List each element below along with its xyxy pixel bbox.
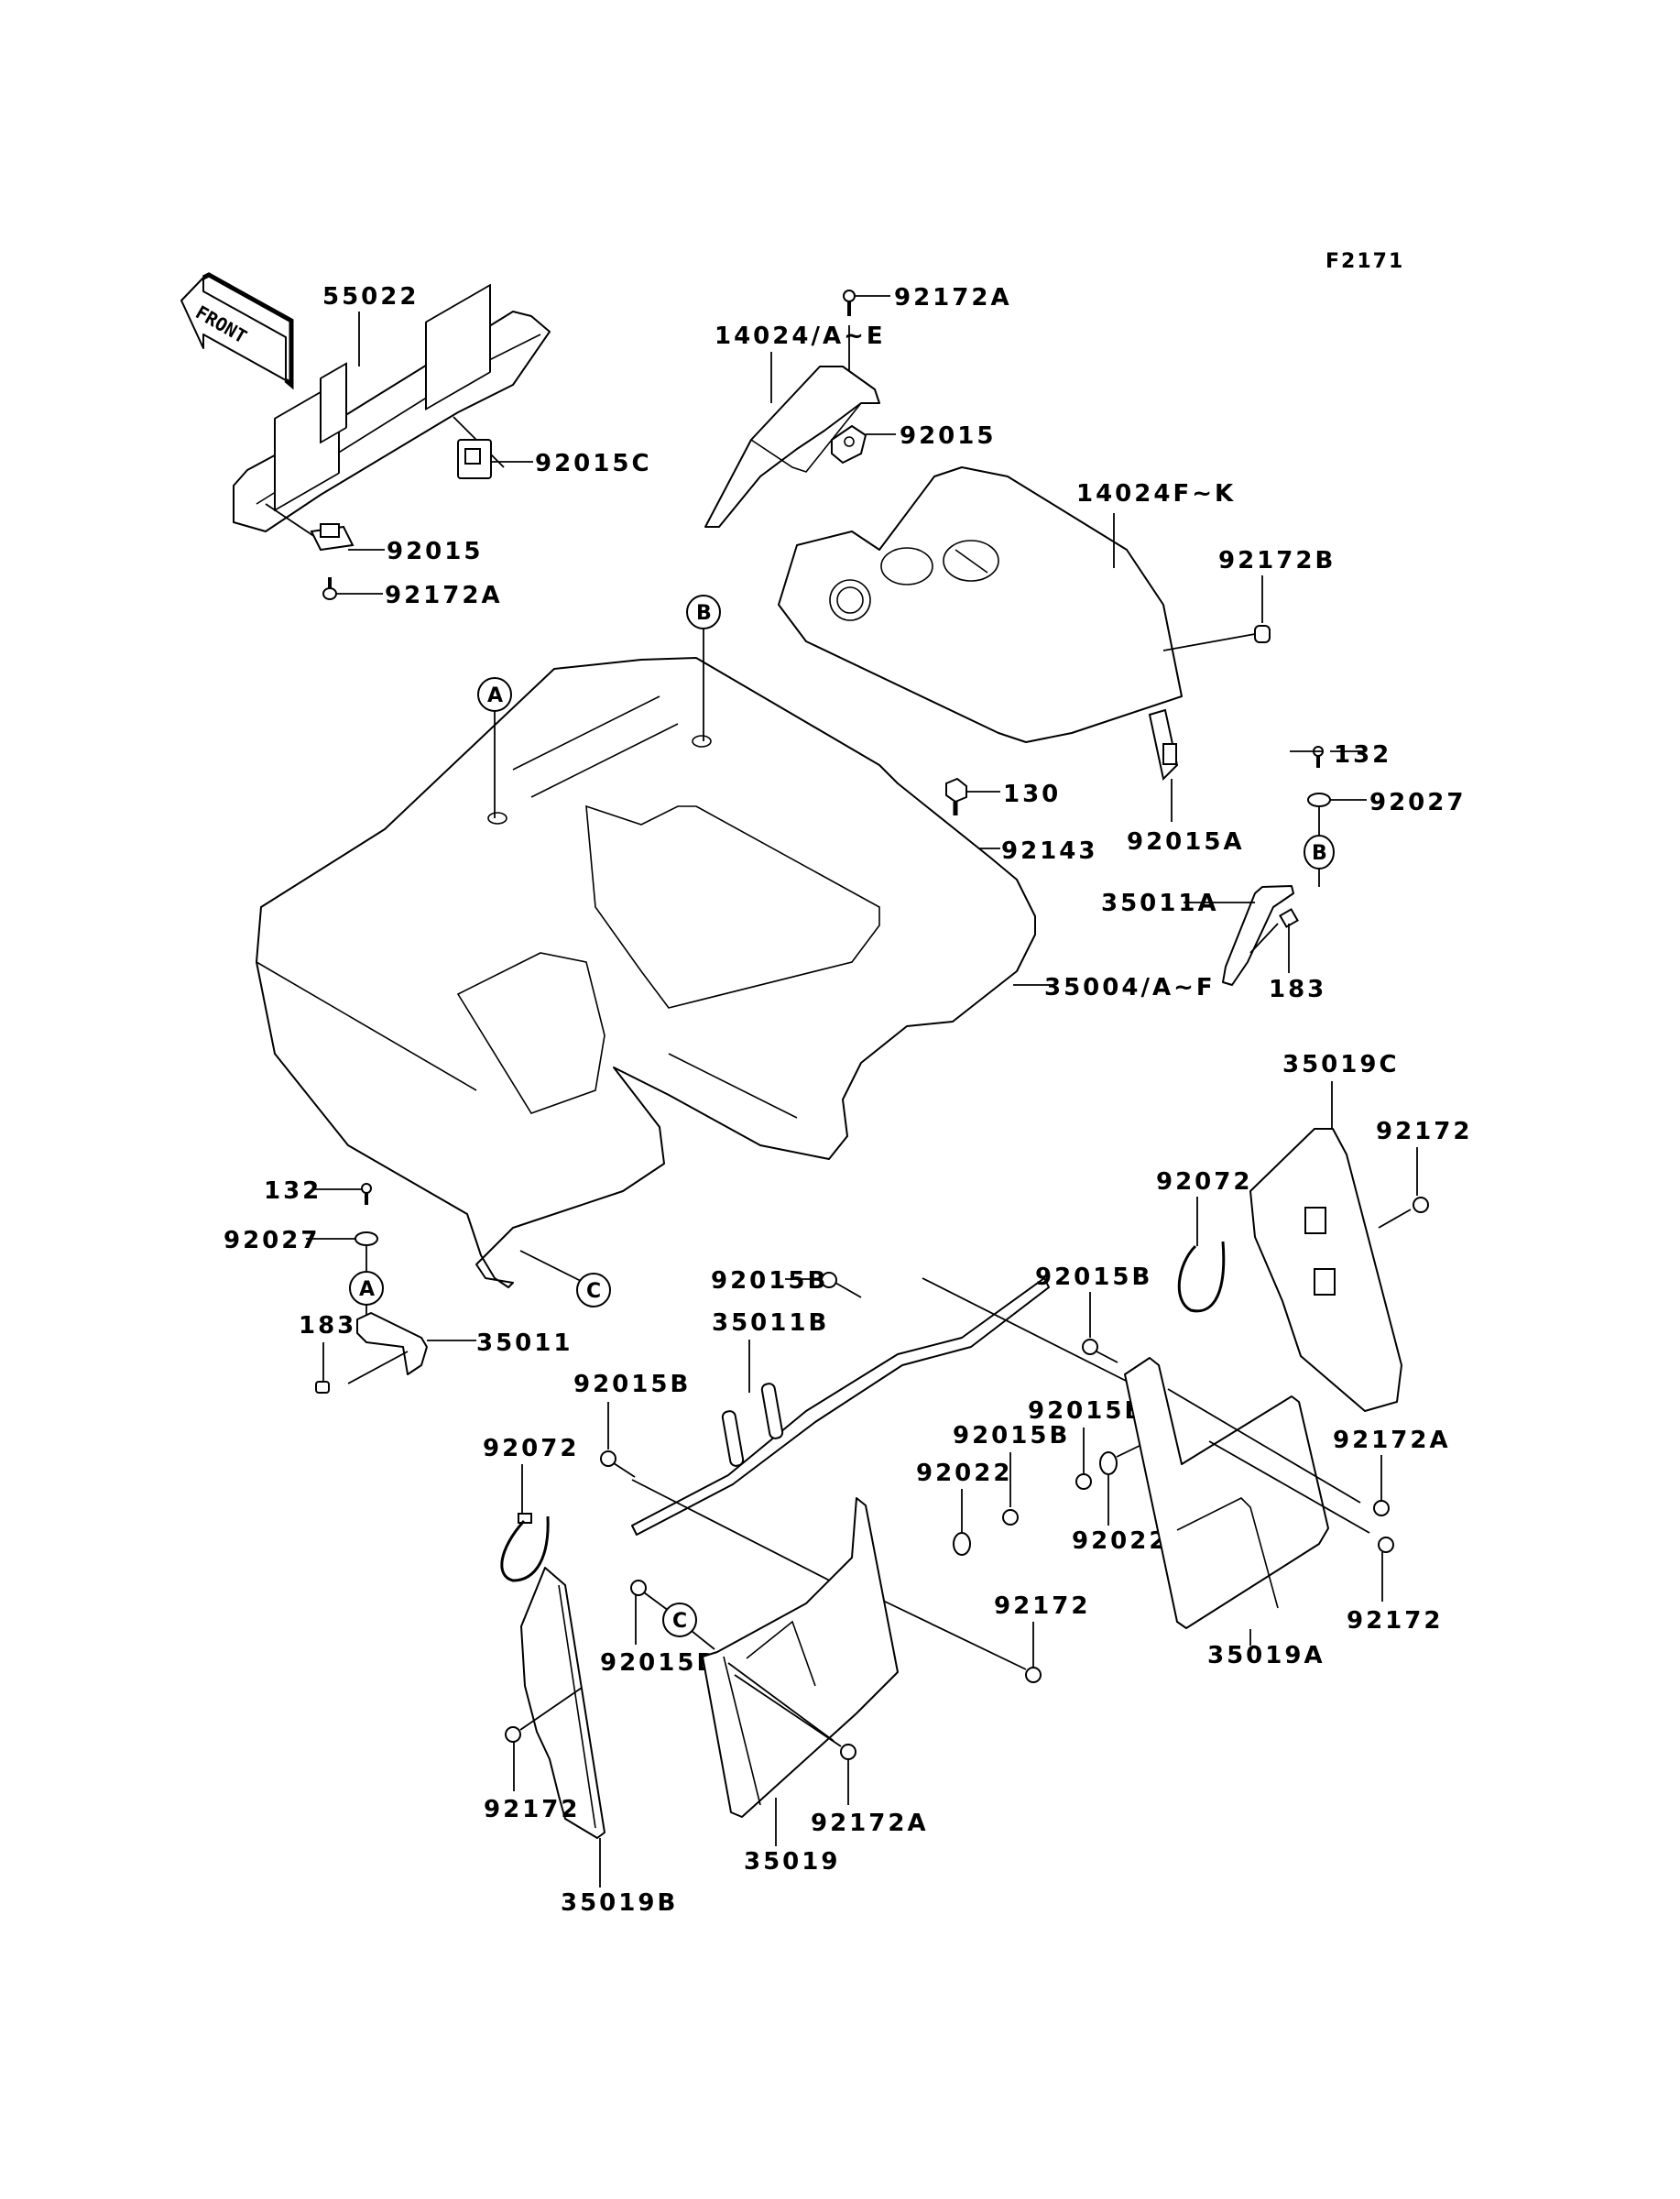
label-35011: 35011 [476,1329,573,1357]
label-92172-right-top: 92172 [1376,1118,1472,1145]
label-92022-1: 92022 [916,1460,1012,1487]
part-35019a-drawing [1124,1357,1370,1646]
grommet-92027-right-icon [1307,793,1367,836]
label-92015a: 92015A [1127,828,1245,856]
label-92172b: 92172B [1218,547,1336,574]
label-92015b-4: 92015B [1028,1397,1145,1425]
label-92015c: 92015C [535,450,652,477]
label-92172-mid: 92172 [994,1592,1090,1620]
svg-text:B: B [1312,842,1327,865]
nut-92015b-5-icon [1002,1452,1019,1526]
screw-92172-right-top-icon [1378,1147,1429,1229]
figure-ref: F2171 [1325,250,1404,273]
label-92015b-5: 92015B [953,1422,1070,1450]
label-92022-2: 92022 [1072,1527,1168,1555]
callout-a-left: A [349,1271,384,1329]
label-183-left: 183 [299,1312,356,1340]
label-35019a: 35019A [1207,1642,1325,1669]
washer-92022-1-icon [953,1489,971,1556]
callout-b-right: B [1304,835,1335,887]
part-35011-drawing [347,1312,476,1384]
washer-92022-2-icon [1099,1442,1146,1526]
label-92172-right-bottom: 92172 [1347,1607,1443,1635]
part-35004af-drawing [256,657,1055,1288]
bolt-130-icon [945,777,1000,815]
label-35011a: 35011A [1101,890,1219,917]
label-92015b-2: 92015B [1035,1264,1152,1291]
label-132-right: 132 [1334,741,1391,769]
screw-92172-left-icon [505,1687,583,1791]
part-35011b-drawing [631,1277,1141,1600]
screw-92172b-icon [1162,575,1271,651]
label-92072-right: 92072 [1156,1168,1252,1196]
label-92015-left: 92015 [387,538,483,565]
label-92027-right: 92027 [1369,789,1466,816]
nut-92015b-2-icon [1082,1292,1118,1363]
label-130: 130 [1003,781,1061,808]
callout-b-top: B [686,595,721,741]
label-35004af: 35004/A~F [1044,974,1216,1001]
label-92015-top: 92015 [900,422,996,450]
clip-92015c-icon [457,439,533,479]
label-92172-left: 92172 [484,1796,580,1823]
label-55022: 55022 [322,283,419,311]
label-92143: 92143 [1001,837,1097,865]
screw-92172-right-bottom-icon [1378,1537,1394,1602]
clip-92015a-icon [1148,708,1179,822]
label-92015b-6: 92015B [600,1649,717,1677]
svg-text:A: A [359,1278,375,1301]
label-35019c: 35019C [1282,1051,1400,1078]
label-132-left: 132 [264,1177,322,1205]
label-92172a-right: 92172A [1333,1427,1451,1454]
nut-92015b-1-icon [785,1272,862,1298]
label-92072-left: 92072 [483,1435,579,1462]
label-92172a-left: 92172A [385,582,503,609]
label-92172a-bottom: 92172A [811,1810,929,1837]
part-55022-drawing [233,283,551,542]
clip-92015-left-icon [310,523,385,552]
label-35011b: 35011B [712,1309,829,1337]
callout-a-top: A [477,677,512,818]
nut-92015b-3-icon [600,1402,636,1478]
label-92027-left: 92027 [224,1227,320,1254]
label-92172a-top: 92172A [894,284,1012,312]
label-92015b-1: 92015B [711,1267,828,1295]
label-35019: 35019 [744,1848,840,1876]
callout-c-fender: C [519,1250,611,1307]
screw-92172a-left-icon [322,577,383,600]
part-35019b-drawing [520,1567,605,1887]
label-92015b-3: 92015B [573,1371,691,1398]
bolt-183-right-icon [1279,908,1299,973]
screw-92172a-right-icon [1373,1455,1390,1516]
grommet-92027-left-icon [306,1231,378,1272]
clip-92015-top-icon [831,424,896,465]
screw-92172-mid-icon [878,1598,1042,1683]
svg-text:C: C [586,1280,601,1303]
clamp-92072-right-icon [1177,1197,1226,1313]
bolt-132-right-icon [1290,746,1324,768]
callout-c-lower: C [662,1603,715,1650]
front-arrow-icon: FRONT [180,272,294,390]
part-35019-drawing [702,1497,899,1846]
nut-92015b-4-icon [1075,1428,1092,1490]
svg-text:C: C [672,1610,687,1633]
nut-92015b-6-icon [630,1580,670,1645]
label-183-right: 183 [1269,976,1326,1003]
bolt-132-left-icon [311,1183,372,1205]
svg-text:A: A [487,684,503,707]
part-35019c-drawing [1249,1081,1402,1412]
clamp-92072-left-icon [500,1464,550,1582]
label-35019b: 35019B [561,1889,678,1917]
part-14024fk-drawing [778,466,1183,743]
svg-text:B: B [696,602,712,625]
screw-92172a-bottom-icon [734,1674,856,1805]
label-14024fk: 14024F~K [1076,480,1236,508]
label-14024ae: 14024/A~E [715,323,886,350]
part-35011a-drawing [1184,885,1294,986]
bolt-183-left-icon [315,1342,330,1394]
